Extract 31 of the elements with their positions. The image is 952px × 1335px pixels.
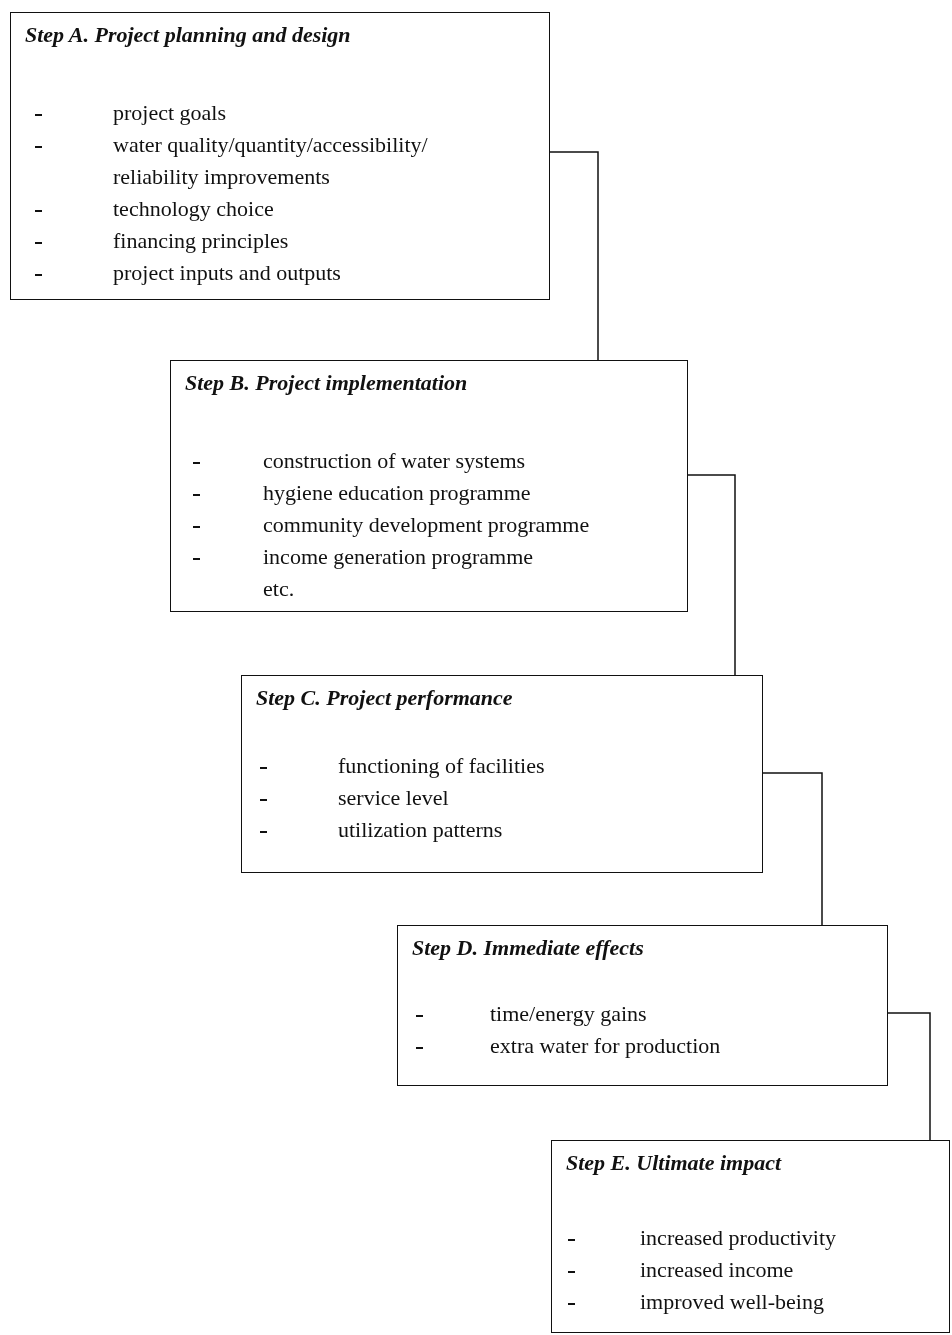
list-item: improved well-being [640,1288,824,1316]
list-item: community development programme [263,511,590,539]
connector-line [687,474,736,676]
list-item: extra water for production [490,1032,721,1060]
list-item: construction of water systems [263,447,526,475]
step-box [170,360,688,612]
list-item: etc. [263,575,295,603]
step-heading: Step C. Project performance [256,684,513,712]
list-item: utilization patterns [338,816,503,844]
step-heading: Step A. Project planning and design [25,21,351,49]
list-item: project inputs and outputs [113,259,341,287]
list-item: income generation programme [263,543,533,571]
list-item: project goals [113,99,227,127]
step-box [551,1140,950,1333]
connector-line [549,151,599,361]
step-box [10,12,550,300]
connector-line [762,772,823,926]
step-box [397,925,888,1086]
list-item: service level [338,784,449,812]
step-heading: Step B. Project implementation [185,369,468,397]
step-heading: Step E. Ultimate impact [566,1149,782,1177]
list-item: time/energy gains [490,1000,647,1028]
list-item: technology choice [113,195,274,223]
step-box [241,675,763,873]
list-item: functioning of facilities [338,752,545,780]
list-item: increased productivity [640,1224,837,1252]
list-item: financing principles [113,227,289,255]
list-item: increased income [640,1256,794,1284]
connector-line [887,1012,931,1141]
list-item: hygiene education programme [263,479,531,507]
step-heading: Step D. Immediate effects [412,934,644,962]
